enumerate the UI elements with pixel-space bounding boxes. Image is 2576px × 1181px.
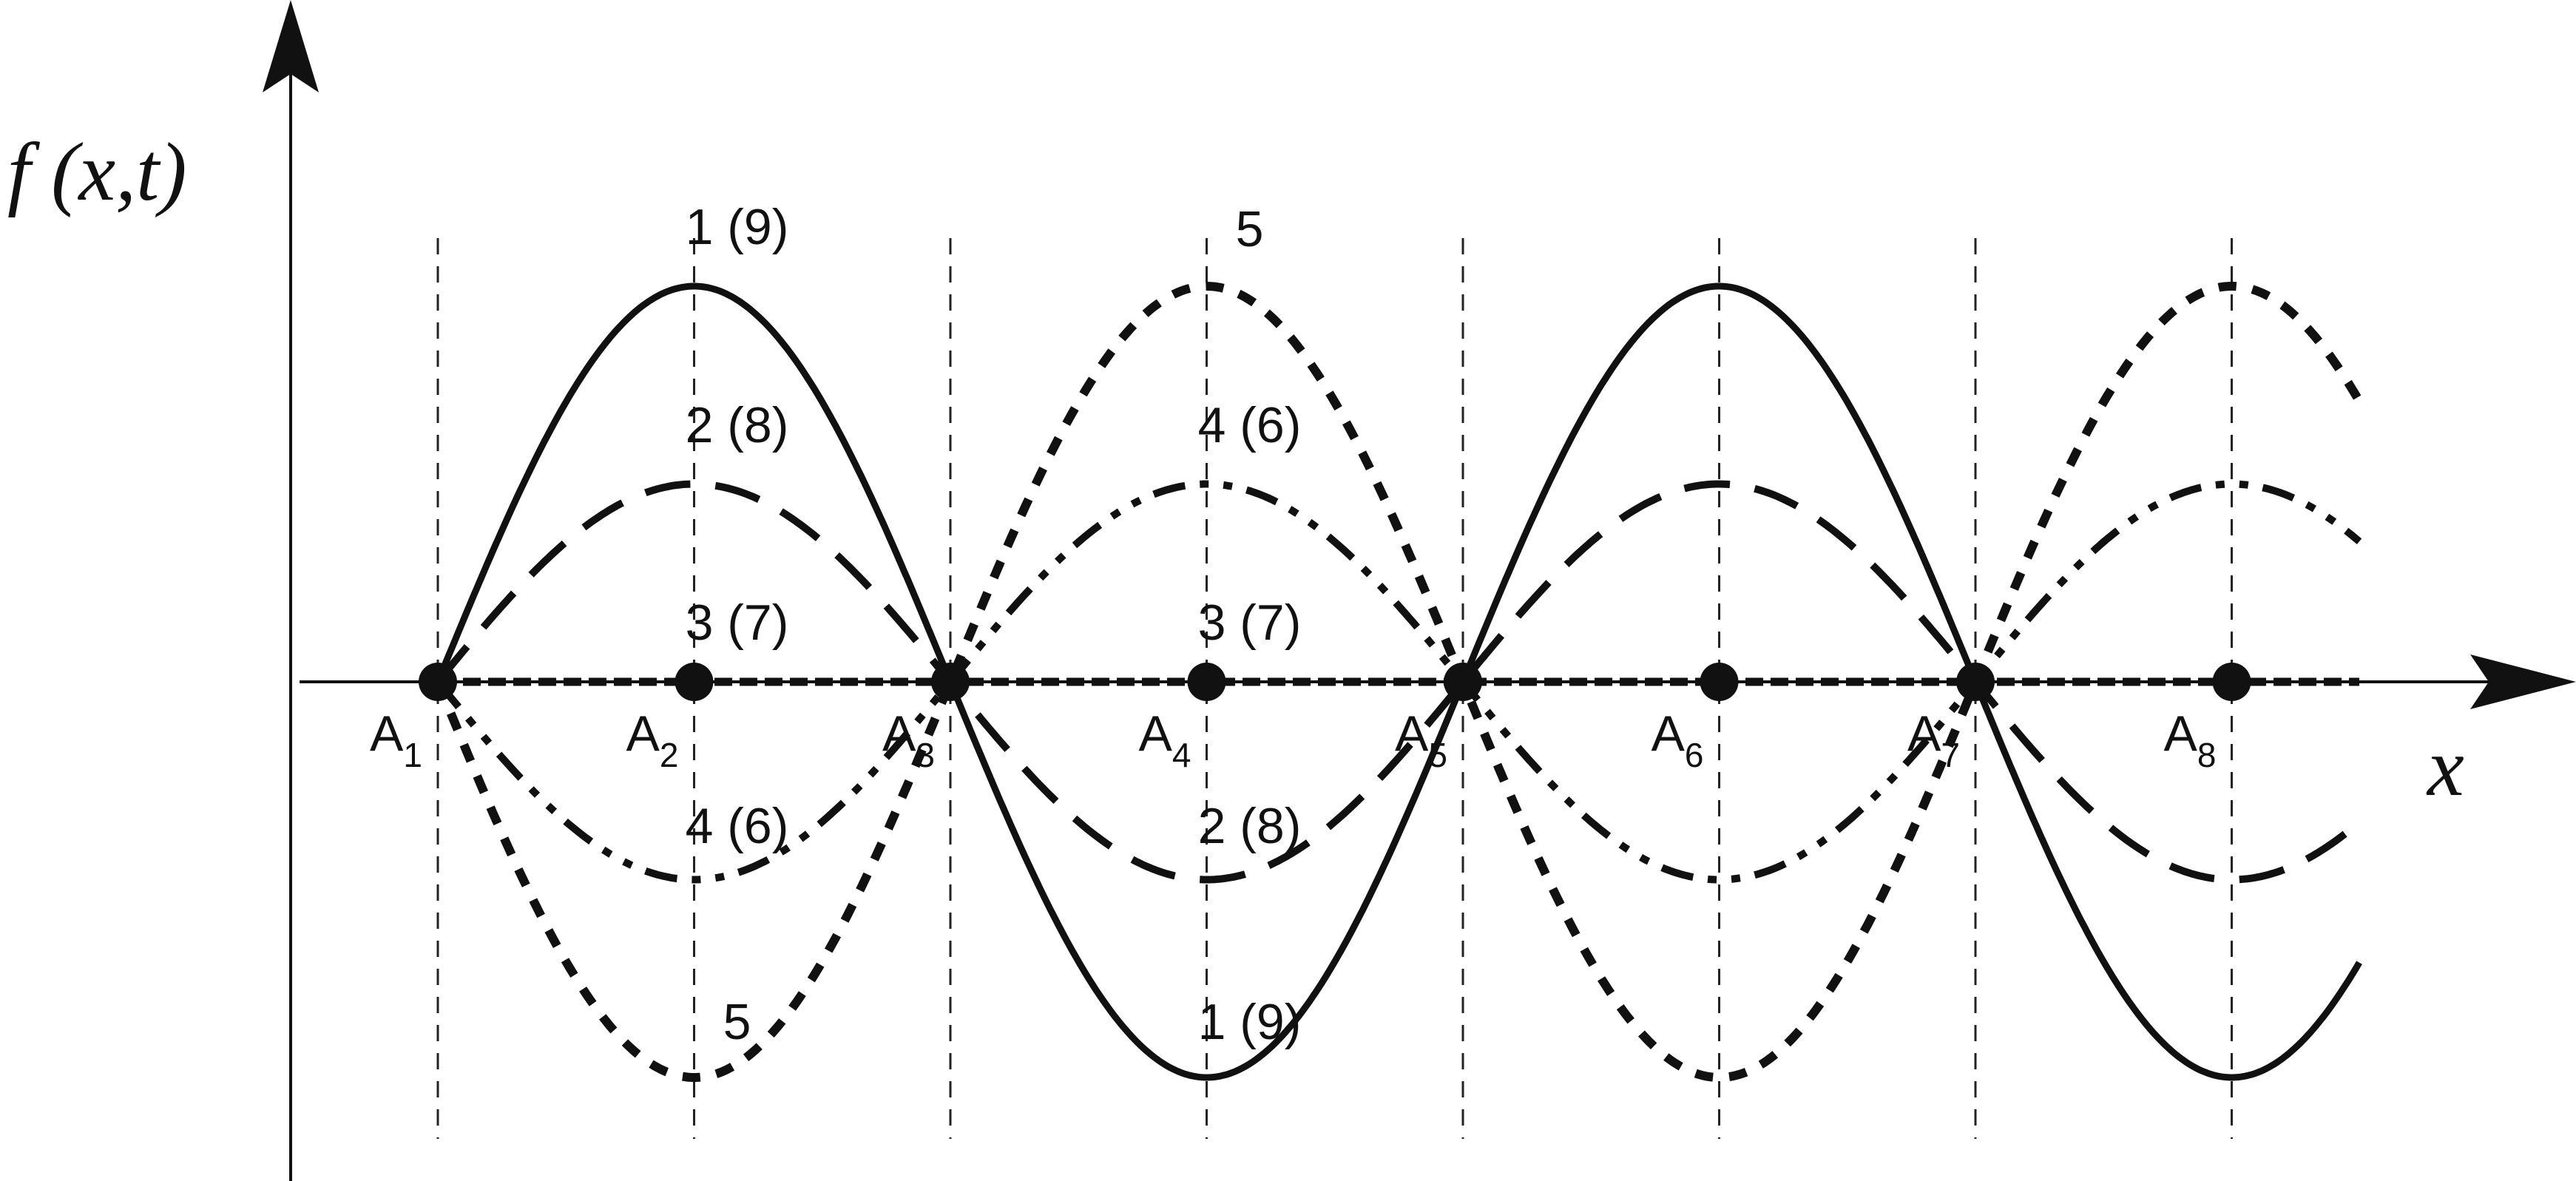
node-point <box>931 663 970 701</box>
node-point <box>419 663 457 701</box>
node-label: A8 <box>2164 705 2217 774</box>
node-label-subscript: 8 <box>2197 736 2217 774</box>
curve-annotation: 4 (6) <box>686 798 789 854</box>
x-axis-arrowhead <box>2470 654 2576 709</box>
node-label-subscript: 7 <box>1941 736 1960 774</box>
node-label: A7 <box>1907 705 1960 774</box>
axes: f (x,t) x <box>7 0 2576 1181</box>
node-label: A6 <box>1652 705 1704 774</box>
curve-annotation: 3 (7) <box>686 595 789 651</box>
x-axis-label: x <box>2426 722 2464 813</box>
curve-annotation: 1 (9) <box>1198 994 1302 1050</box>
node-label-subscript: 6 <box>1685 736 1704 774</box>
node-label-subscript: 1 <box>403 736 422 774</box>
curve-annotations: 1 (9) 2 (8) 3 (7) 4 (6) 5 5 4 (6) 3 (7) 2 (8) 1 (… <box>686 199 1302 1050</box>
node-label: A1 <box>370 705 422 774</box>
node-point <box>1444 663 1482 701</box>
node-label-subscript: 4 <box>1172 736 1191 774</box>
node-label: A3 <box>882 705 935 774</box>
curve-annotation: 2 (8) <box>1198 798 1302 854</box>
curve-annotation: 5 <box>723 994 751 1050</box>
y-axis-arrowhead <box>263 0 319 92</box>
curve-annotation: 4 (6) <box>1198 397 1302 453</box>
node-label-subscript: 2 <box>660 736 679 774</box>
curve-annotation: 1 (9) <box>686 199 789 255</box>
y-axis-label: f (x,t) <box>7 126 187 218</box>
node-point <box>675 663 714 701</box>
node-point <box>1700 663 1739 701</box>
curve-annotation: 3 (7) <box>1198 595 1302 651</box>
node-label-subscript: 3 <box>916 736 935 774</box>
wave-curve-5 <box>433 281 2364 1082</box>
node-label: A4 <box>1139 705 1191 774</box>
wave-curve-2 <box>435 480 2362 884</box>
curve-annotation: 5 <box>1236 201 1264 257</box>
node-point <box>2212 663 2251 701</box>
wave-curve-4 <box>435 480 2362 884</box>
node-label-subscript: 5 <box>1428 736 1447 774</box>
node-point <box>1956 663 1995 701</box>
curve-annotation: 2 (8) <box>686 397 789 453</box>
node-point <box>1187 663 1226 701</box>
node-label: A2 <box>626 705 679 774</box>
wave-curve-1 <box>434 282 2362 1081</box>
